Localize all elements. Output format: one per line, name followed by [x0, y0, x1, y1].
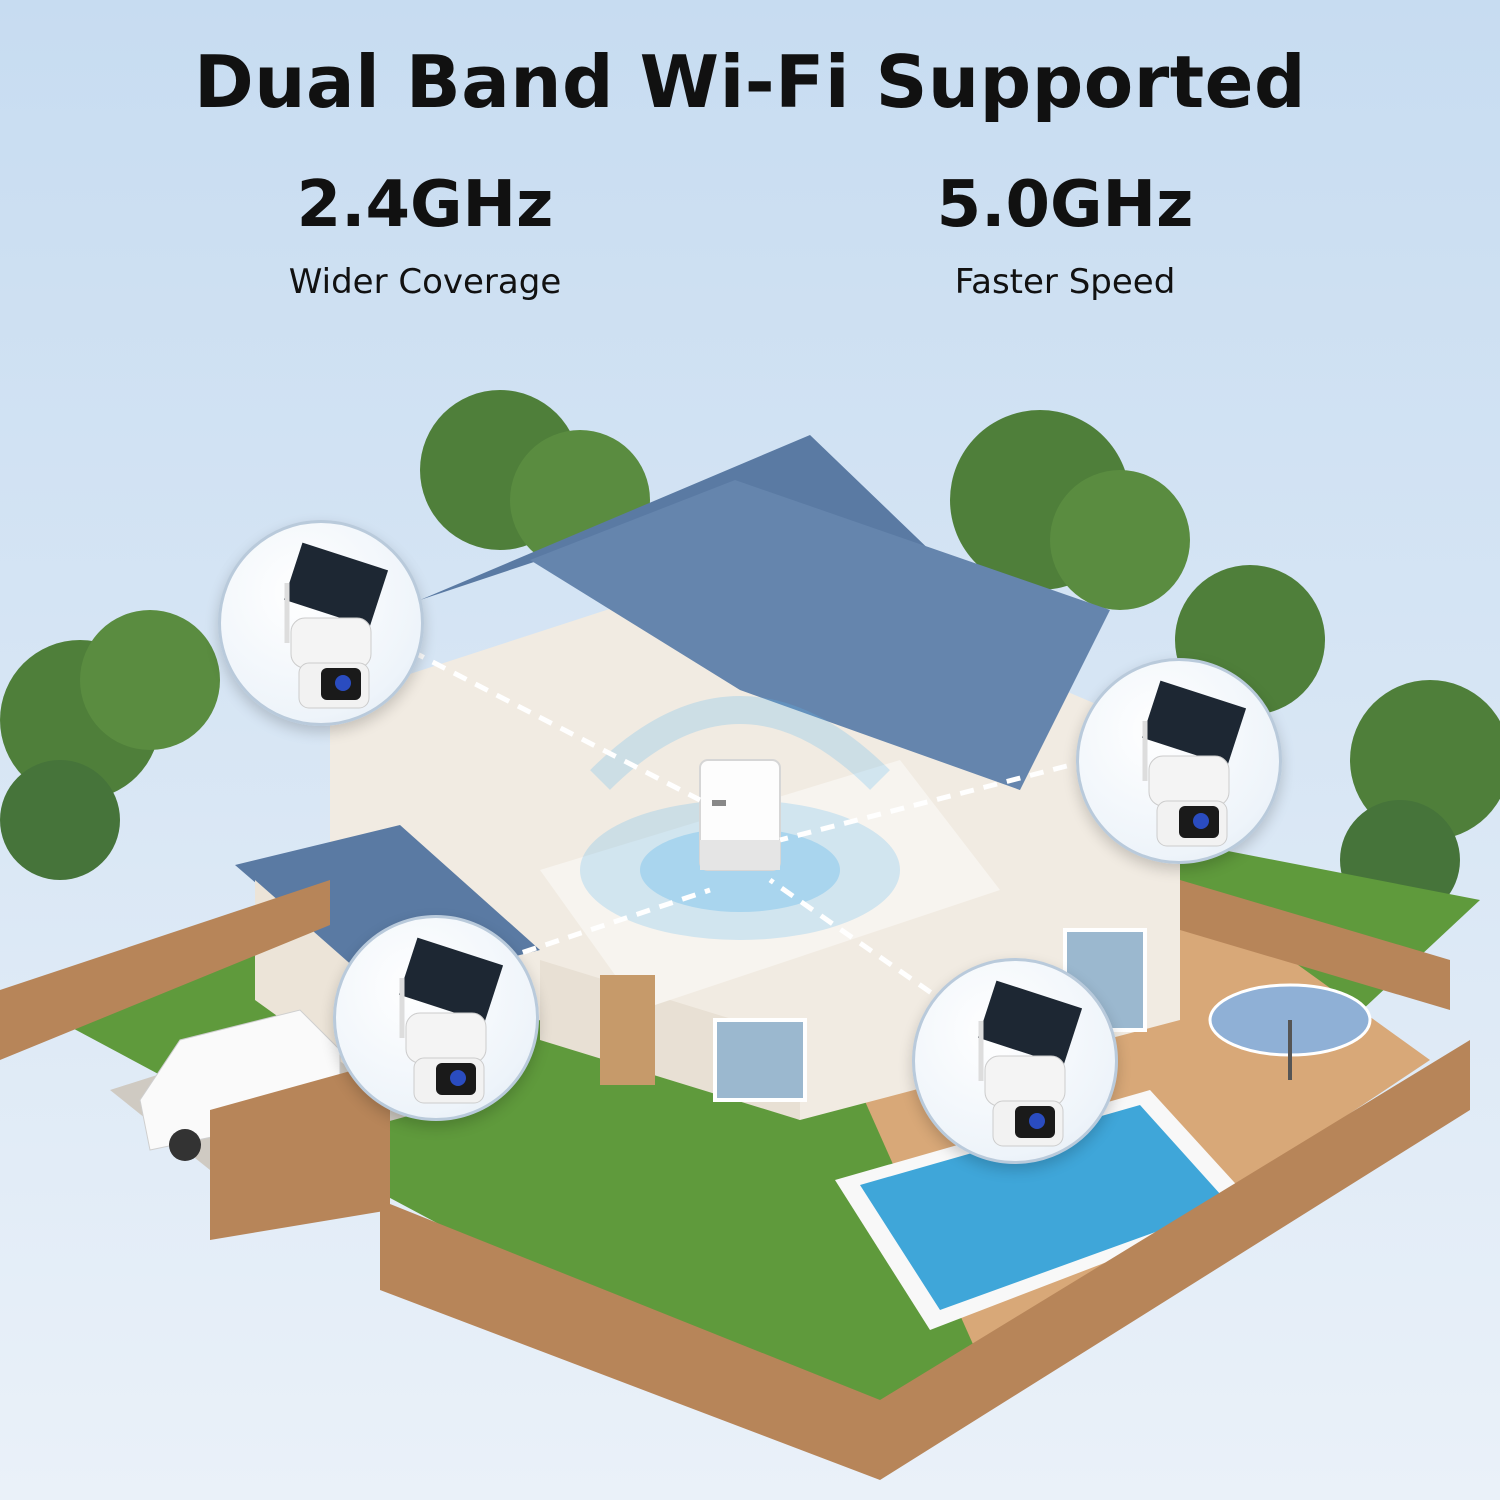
page-title: Dual Band Wi-Fi Supported [193, 40, 1307, 124]
house-illustration [0, 390, 1500, 1480]
band-description: Wider Coverage [288, 262, 562, 303]
camera-bubble [1076, 658, 1282, 864]
window [713, 1018, 807, 1102]
connection-lines [388, 637, 1091, 1023]
front-door [600, 975, 655, 1085]
band-5ghz: 5.0GHz Faster Speed [855, 168, 1275, 303]
camera-bubble [912, 958, 1118, 1164]
band-2-4ghz: 2.4GHz Wider Coverage [215, 168, 635, 303]
camera-bubble [218, 520, 424, 726]
umbrella [1208, 983, 1372, 1080]
solar-camera-icon [283, 542, 389, 709]
solar-camera-icon [1141, 680, 1247, 847]
band-description: Faster Speed [954, 262, 1176, 303]
solar-camera-icon [977, 980, 1083, 1147]
camera-bubble [333, 915, 539, 1121]
fence [0, 880, 1470, 1480]
solar-camera-icon [398, 937, 504, 1104]
band-frequency: 2.4GHz [296, 168, 554, 242]
wifi-router-icon [699, 759, 781, 871]
balcony [540, 760, 1000, 1010]
band-frequency: 5.0GHz [936, 168, 1194, 242]
